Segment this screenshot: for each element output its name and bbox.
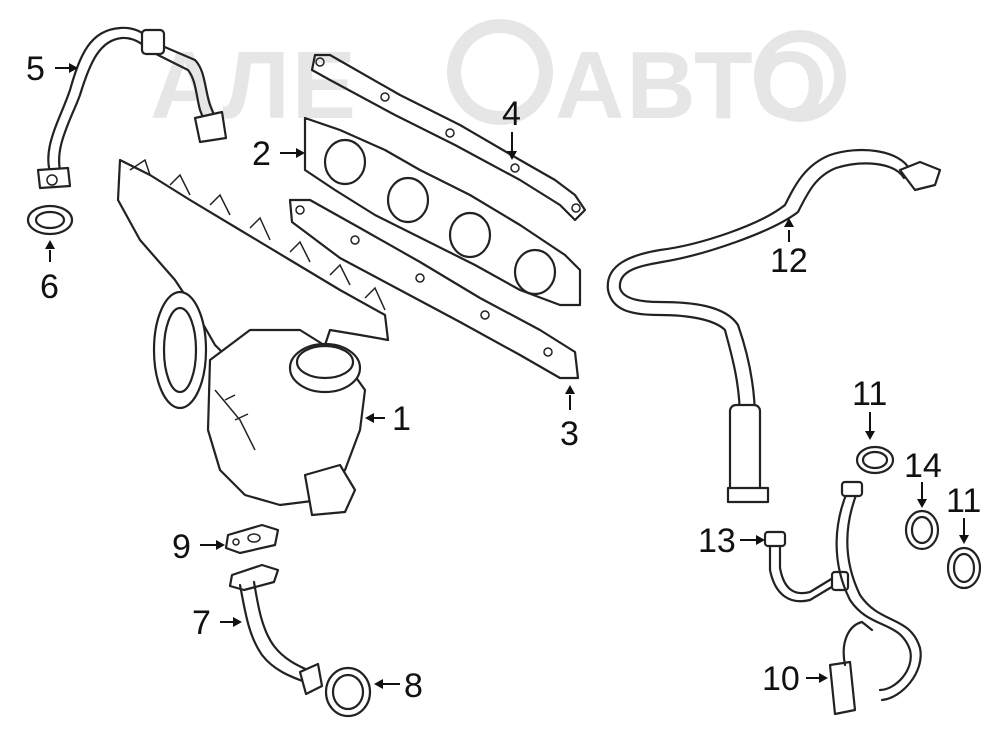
part-3-shield-bar [288, 198, 580, 380]
part-14-seal [904, 509, 940, 551]
watermark-logo: АЛЕ АВТО [150, 19, 846, 139]
callout-3: 3 [560, 415, 579, 453]
callout-4: 4 [502, 95, 521, 133]
watermark-text-right: АВТО [555, 32, 829, 139]
callout-5: 5 [26, 50, 45, 88]
part-5-oil-line [36, 26, 228, 190]
callout-arrows [45, 63, 969, 689]
callout-12: 12 [770, 242, 808, 280]
part-7-oil-return [228, 563, 324, 696]
part-11-seal-lower [946, 546, 982, 590]
callout-7: 7 [192, 604, 211, 642]
callout-14: 14 [904, 447, 942, 485]
callout-1: 1 [392, 400, 411, 438]
part-6-seal [26, 204, 74, 236]
part-9-gasket [224, 523, 280, 555]
callout-8: 8 [404, 667, 423, 705]
part-8-seal [324, 666, 372, 718]
callout-2: 2 [252, 135, 271, 173]
part-10-pipe [828, 480, 922, 716]
callout-9: 9 [172, 528, 191, 566]
watermark-gear-icon [447, 19, 553, 125]
watermark-text-left: АЛЕ [150, 32, 358, 139]
callout-11-lower: 11 [946, 482, 981, 520]
part-11-seal-upper [855, 445, 895, 475]
callout-11-upper: 11 [852, 375, 887, 413]
part-12-coolant-line [606, 148, 942, 504]
watermark-wheel-icon [754, 30, 846, 122]
callout-6: 6 [40, 268, 59, 306]
part-4-gasket [310, 53, 587, 222]
callout-10: 10 [762, 660, 800, 698]
part-1-turbocharger [116, 158, 390, 517]
part-2-manifold-gasket [303, 116, 582, 307]
callout-13: 13 [698, 522, 736, 560]
